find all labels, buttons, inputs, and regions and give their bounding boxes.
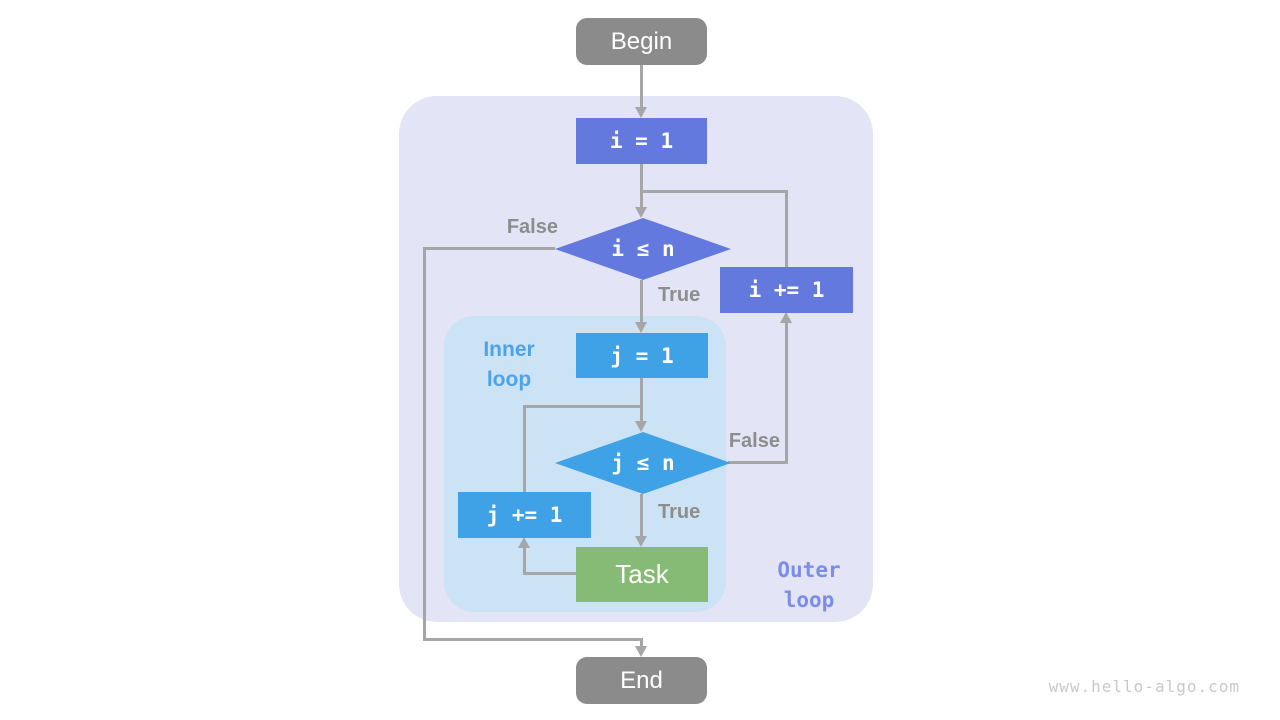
end-node: End xyxy=(576,657,707,704)
inner-loop-label: Inner loop xyxy=(450,335,568,395)
inc-i-node-label: i += 1 xyxy=(748,278,825,302)
edge-inc-i-rejoin-vertical xyxy=(785,190,788,267)
arrowhead-into-init-j xyxy=(635,322,647,333)
outer-loop-label-line1: Outer xyxy=(777,558,841,582)
edge-cond-i-false-vertical xyxy=(423,247,426,641)
inner-loop-label-line1: Inner xyxy=(483,338,535,361)
edge-cond-j-false-horizontal xyxy=(728,461,788,464)
init-j-node-label: j = 1 xyxy=(610,343,674,368)
arrowhead-into-task xyxy=(635,536,647,547)
begin-node-label: Begin xyxy=(610,27,673,55)
init-i-node: i = 1 xyxy=(576,118,707,164)
inner-true-label: True xyxy=(658,501,701,523)
edge-cond-j-true-to-task xyxy=(640,494,643,539)
edge-inc-j-rejoin-horizontal xyxy=(523,405,643,408)
inc-i-node: i += 1 xyxy=(720,267,853,313)
outer-loop-label-line2: loop xyxy=(783,588,835,612)
edge-inc-i-rejoin-horizontal xyxy=(640,190,788,193)
inc-j-node: j += 1 xyxy=(458,492,591,538)
edge-cond-j-false-vertical xyxy=(785,323,788,464)
edge-begin-to-init-i xyxy=(640,65,643,110)
arrowhead-into-cond-j xyxy=(635,421,647,432)
edge-task-to-inc-j-vertical xyxy=(523,548,526,575)
inc-j-node-label: j += 1 xyxy=(486,503,563,527)
edge-cond-i-false-horizontal-bottom xyxy=(423,638,643,641)
arrowhead-into-inc-j xyxy=(518,537,530,548)
edge-cond-i-true-to-init-j xyxy=(640,280,643,325)
edge-init-j-to-cond-j xyxy=(640,378,643,424)
init-i-node-label: i = 1 xyxy=(609,129,674,153)
edge-task-to-inc-j-horizontal xyxy=(523,572,576,575)
inner-loop-label-line2: loop xyxy=(486,368,532,391)
init-j-node: j = 1 xyxy=(576,333,708,378)
edge-init-i-to-cond-i xyxy=(640,164,643,210)
arrowhead-into-end xyxy=(635,646,647,657)
task-node: Task xyxy=(576,547,708,602)
edge-cond-i-false-horizontal-top xyxy=(423,247,555,250)
inner-false-label: False xyxy=(728,430,780,452)
arrowhead-into-cond-i xyxy=(635,207,647,218)
outer-true-label: True xyxy=(658,284,701,306)
cond-i-node-label: i ≤ n xyxy=(611,237,675,261)
task-node-label: Task xyxy=(615,559,669,589)
arrowhead-into-init-i xyxy=(635,107,647,118)
edge-to-end-vertical xyxy=(640,638,643,648)
end-node-label: End xyxy=(620,666,663,694)
outer-loop-label: Outer loop xyxy=(749,555,869,615)
edge-inc-j-rejoin-vertical xyxy=(523,405,526,492)
watermark-text: www.hello-algo.com xyxy=(1048,677,1240,696)
begin-node: Begin xyxy=(576,18,707,65)
cond-j-node-label: j ≤ n xyxy=(611,451,675,475)
arrowhead-into-inc-i xyxy=(780,312,792,323)
outer-false-label: False xyxy=(506,216,558,238)
